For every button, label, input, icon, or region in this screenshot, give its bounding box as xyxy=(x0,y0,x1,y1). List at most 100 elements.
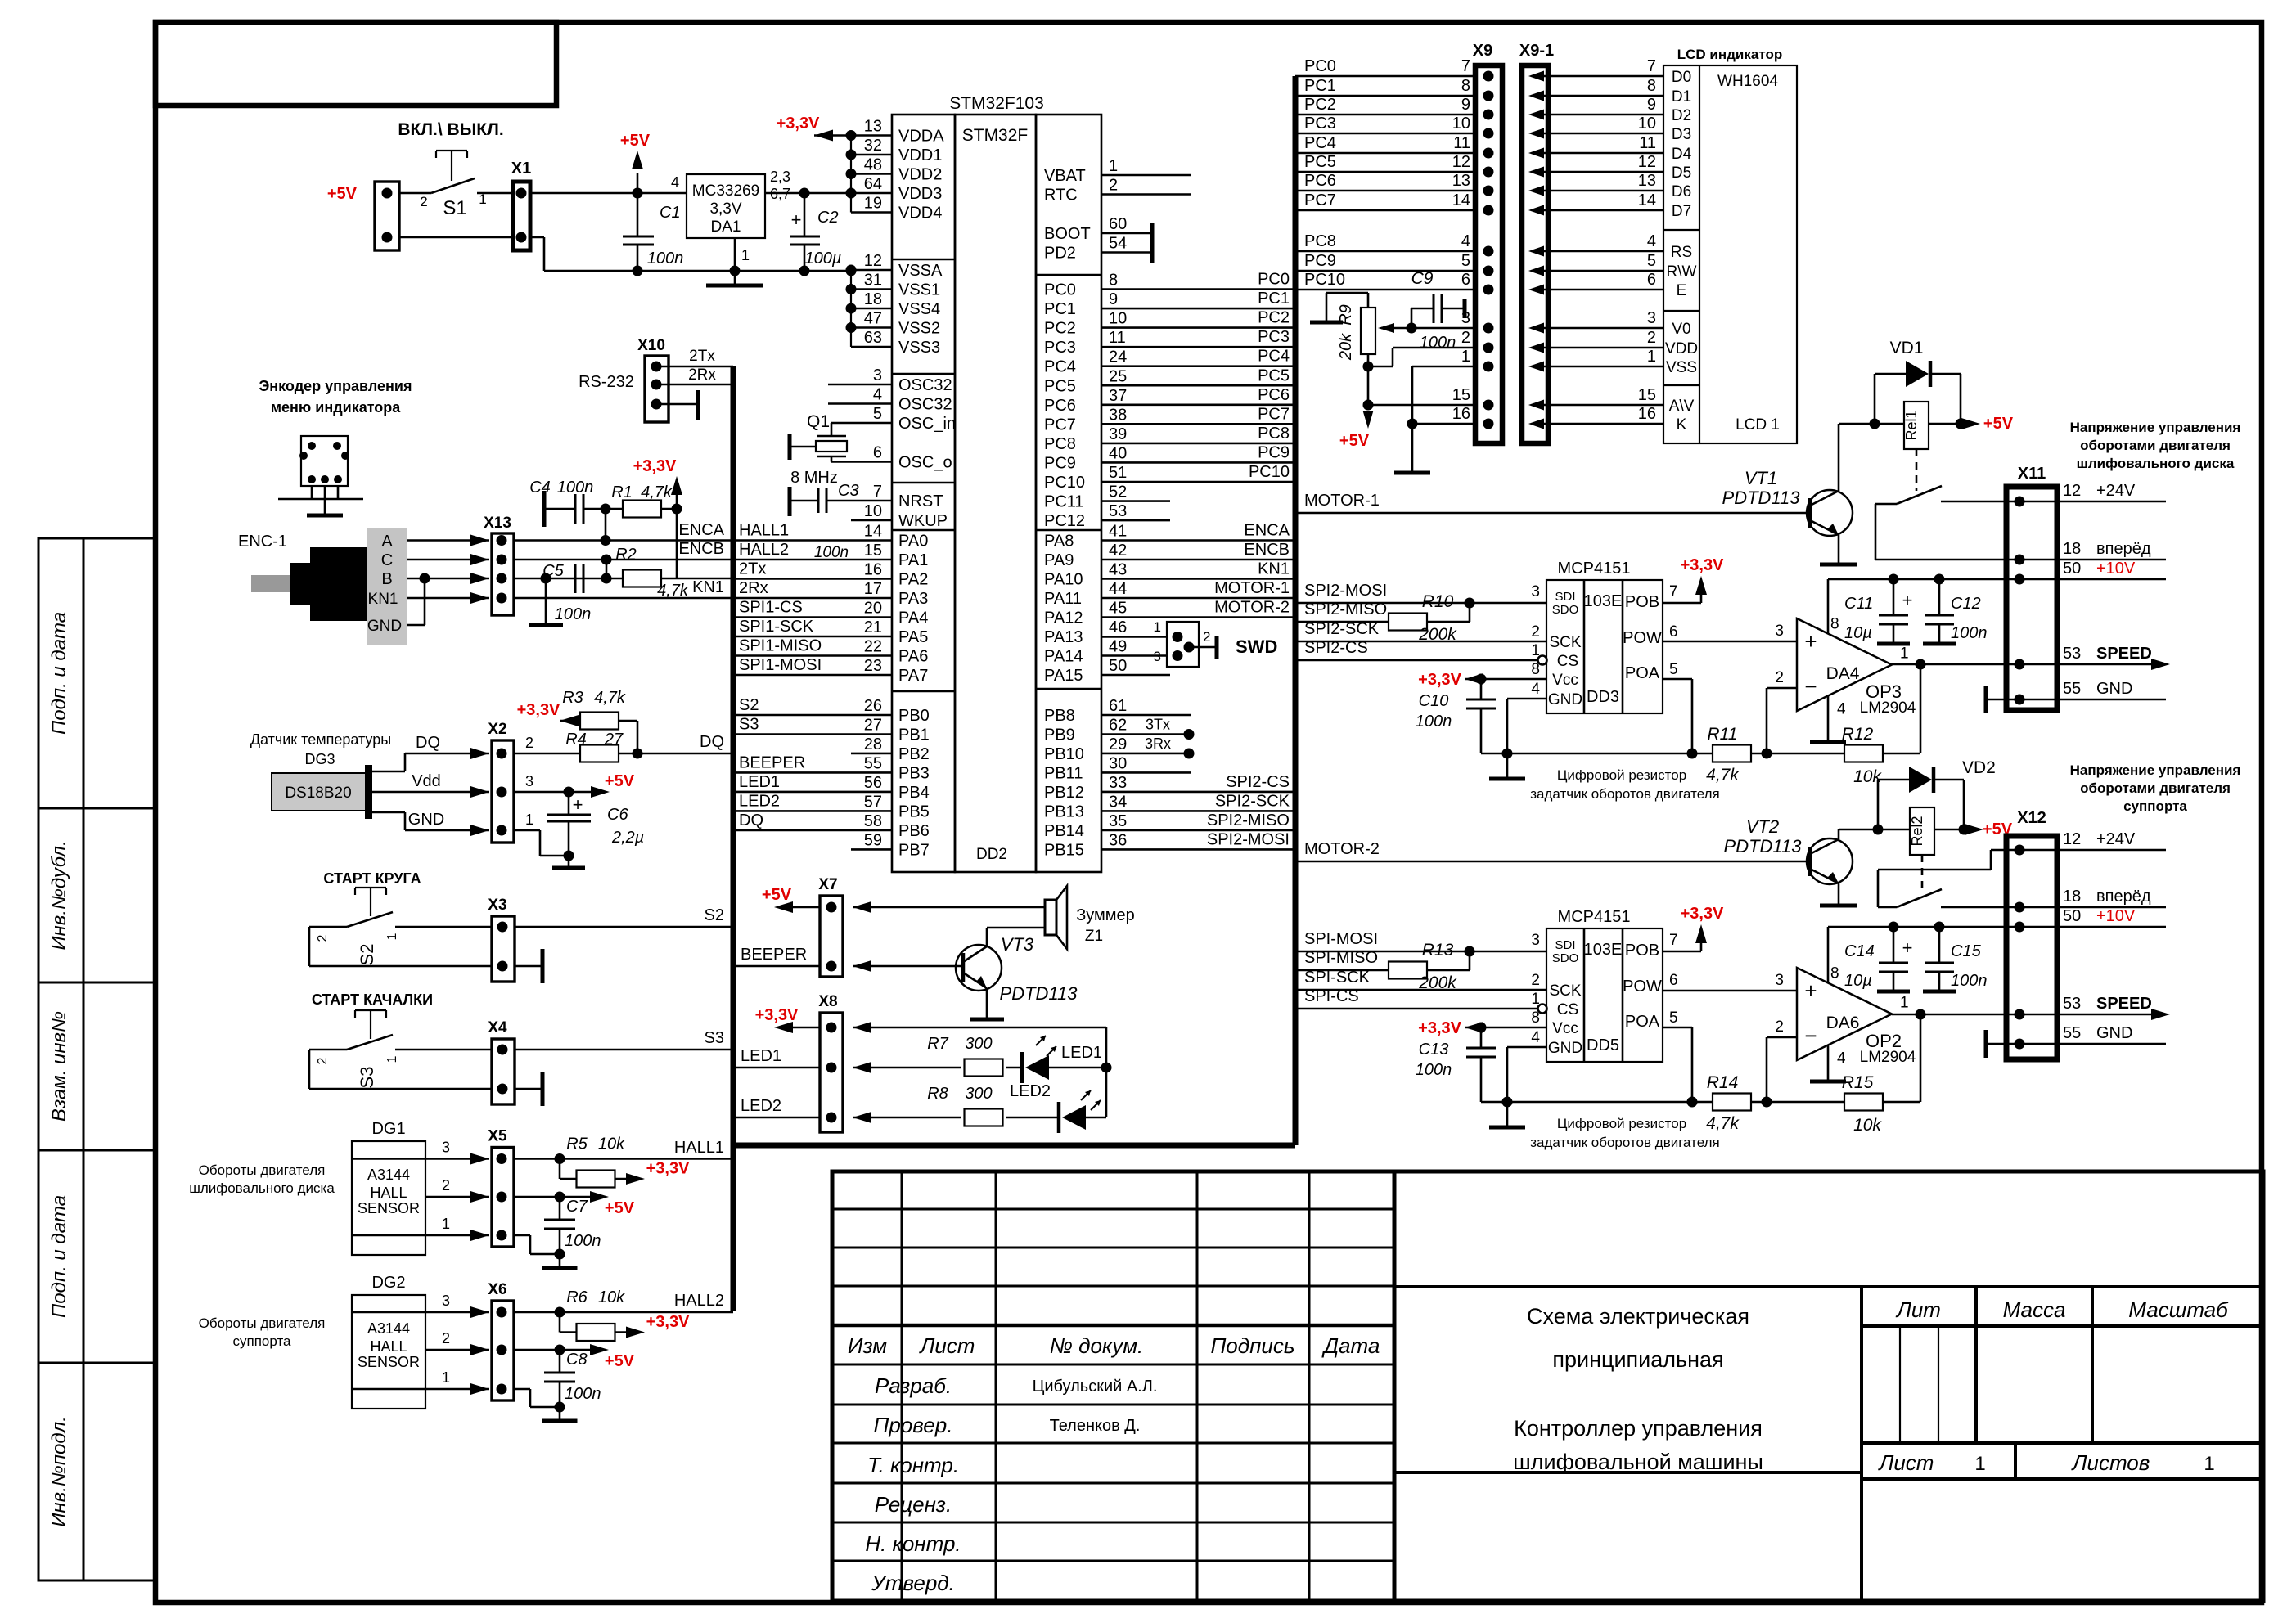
svg-text:64: 64 xyxy=(864,175,882,193)
svg-text:+24V: +24V xyxy=(2096,830,2136,848)
svg-text:4: 4 xyxy=(1531,681,1540,698)
svg-text:6: 6 xyxy=(1647,271,1656,289)
svg-text:PA9: PA9 xyxy=(1044,551,1074,569)
svg-text:Z1: Z1 xyxy=(1085,928,1103,945)
svg-text:GND: GND xyxy=(1548,691,1582,708)
svg-text:16: 16 xyxy=(864,561,882,579)
svg-text:62: 62 xyxy=(1109,716,1127,734)
svg-text:DQ: DQ xyxy=(416,734,440,752)
svg-text:1: 1 xyxy=(442,1369,450,1386)
svg-text:SDI: SDI xyxy=(1555,590,1575,604)
svg-text:8: 8 xyxy=(1830,616,1839,633)
svg-text:56: 56 xyxy=(864,774,882,792)
svg-text:100n: 100n xyxy=(814,544,849,561)
svg-text:ENCA: ENCA xyxy=(678,521,724,539)
svg-text:VDD1: VDD1 xyxy=(898,146,942,164)
svg-text:14: 14 xyxy=(864,523,882,541)
svg-text:6: 6 xyxy=(1461,271,1470,289)
svg-text:SPI1-MOSI: SPI1-MOSI xyxy=(739,656,822,674)
svg-text:WKUP: WKUP xyxy=(898,512,948,530)
svg-text:+5V: +5V xyxy=(605,772,635,790)
svg-text:+5V: +5V xyxy=(1339,432,1370,450)
svg-text:PB3: PB3 xyxy=(898,764,930,782)
svg-text:4: 4 xyxy=(873,386,882,404)
svg-text:оборотами двигателя: оборотами двигателя xyxy=(2080,438,2231,453)
svg-text:R15: R15 xyxy=(1842,1073,1874,1092)
svg-text:200k: 200k xyxy=(1418,973,1457,992)
svg-text:шлифовального диска: шлифовального диска xyxy=(189,1180,335,1196)
svg-text:PC1: PC1 xyxy=(1044,300,1076,318)
svg-text:PC7: PC7 xyxy=(1304,191,1336,209)
svg-text:+5V: +5V xyxy=(605,1199,635,1217)
svg-text:PA1: PA1 xyxy=(898,551,928,569)
svg-text:DQ: DQ xyxy=(739,812,763,829)
svg-text:SPI2-MISO: SPI2-MISO xyxy=(1207,812,1290,829)
svg-text:15: 15 xyxy=(864,542,882,560)
svg-text:WH1604: WH1604 xyxy=(1717,73,1778,90)
svg-text:4: 4 xyxy=(671,174,679,191)
svg-text:18: 18 xyxy=(864,290,882,308)
svg-text:D7: D7 xyxy=(1672,203,1691,220)
svg-text:4,7k: 4,7k xyxy=(641,483,673,501)
svg-text:19: 19 xyxy=(864,195,882,213)
svg-text:задатчик оборотов двигателя: задатчик оборотов двигателя xyxy=(1530,786,1720,802)
svg-text:+3,3V: +3,3V xyxy=(777,115,820,133)
svg-text:R11: R11 xyxy=(1708,725,1738,744)
svg-text:PA3: PA3 xyxy=(898,590,928,608)
svg-text:Утверд.: Утверд. xyxy=(871,1571,955,1595)
svg-text:PA14: PA14 xyxy=(1044,648,1083,666)
svg-text:16: 16 xyxy=(1638,405,1656,423)
svg-text:PC2: PC2 xyxy=(1304,96,1336,114)
svg-text:ENCB: ENCB xyxy=(1244,541,1290,559)
svg-text:+10V: +10V xyxy=(2096,907,2136,925)
svg-text:PC0: PC0 xyxy=(1304,57,1336,75)
svg-text:SPI1-MISO: SPI1-MISO xyxy=(739,637,822,655)
svg-text:Разраб.: Разраб. xyxy=(875,1373,952,1398)
svg-text:44: 44 xyxy=(1109,580,1127,598)
svg-text:23: 23 xyxy=(864,657,882,675)
svg-text:SCK: SCK xyxy=(1549,982,1581,1000)
svg-text:2Tx: 2Tx xyxy=(739,560,766,578)
svg-text:100n: 100n xyxy=(1951,972,1988,990)
svg-text:PB12: PB12 xyxy=(1044,784,1084,802)
svg-text:X3: X3 xyxy=(488,897,506,914)
svg-text:7: 7 xyxy=(1669,583,1678,600)
svg-text:10: 10 xyxy=(1638,115,1656,133)
svg-text:VDD2: VDD2 xyxy=(898,166,942,184)
svg-text:S2: S2 xyxy=(739,696,759,714)
svg-text:PC3: PC3 xyxy=(1044,339,1076,357)
svg-text:+: + xyxy=(573,794,583,815)
svg-text:5: 5 xyxy=(1669,661,1678,678)
svg-text:12: 12 xyxy=(1638,153,1656,171)
svg-text:VSS4: VSS4 xyxy=(898,300,940,318)
svg-text:PA10: PA10 xyxy=(1044,571,1083,589)
svg-text:PDTD113: PDTD113 xyxy=(1724,836,1803,856)
svg-text:2: 2 xyxy=(316,1057,330,1064)
svg-text:C8: C8 xyxy=(566,1351,588,1369)
svg-text:Напряжение управления: Напряжение управления xyxy=(2070,762,2241,778)
svg-text:+3,3V: +3,3V xyxy=(1681,556,1724,574)
svg-text:D5: D5 xyxy=(1672,164,1691,182)
svg-text:R13: R13 xyxy=(1422,941,1454,960)
svg-text:GND: GND xyxy=(2096,1024,2132,1042)
svg-text:2,3: 2,3 xyxy=(770,169,790,185)
svg-text:3: 3 xyxy=(442,1140,450,1156)
svg-text:100n: 100n xyxy=(1951,624,1988,642)
svg-text:+24V: +24V xyxy=(2096,482,2136,500)
svg-text:S3: S3 xyxy=(705,1029,724,1047)
svg-text:PA7: PA7 xyxy=(898,667,928,685)
svg-text:20k: 20k xyxy=(1337,333,1355,361)
svg-text:STM32F: STM32F xyxy=(962,126,1029,145)
svg-text:15: 15 xyxy=(1638,386,1656,404)
svg-text:53: 53 xyxy=(2063,995,2081,1013)
svg-text:D1: D1 xyxy=(1672,88,1691,106)
svg-text:7: 7 xyxy=(1461,57,1470,75)
svg-text:DD5: DD5 xyxy=(1587,1036,1619,1054)
svg-text:VSS2: VSS2 xyxy=(898,320,940,338)
svg-text:+3,3V: +3,3V xyxy=(755,1006,799,1024)
svg-text:SENSOR: SENSOR xyxy=(358,1354,420,1370)
svg-text:R1: R1 xyxy=(611,483,633,501)
svg-text:PDTD113: PDTD113 xyxy=(1000,983,1078,1004)
svg-text:SPI2-CS: SPI2-CS xyxy=(1304,639,1368,657)
svg-text:Схема электрическая: Схема электрическая xyxy=(1527,1304,1749,1329)
